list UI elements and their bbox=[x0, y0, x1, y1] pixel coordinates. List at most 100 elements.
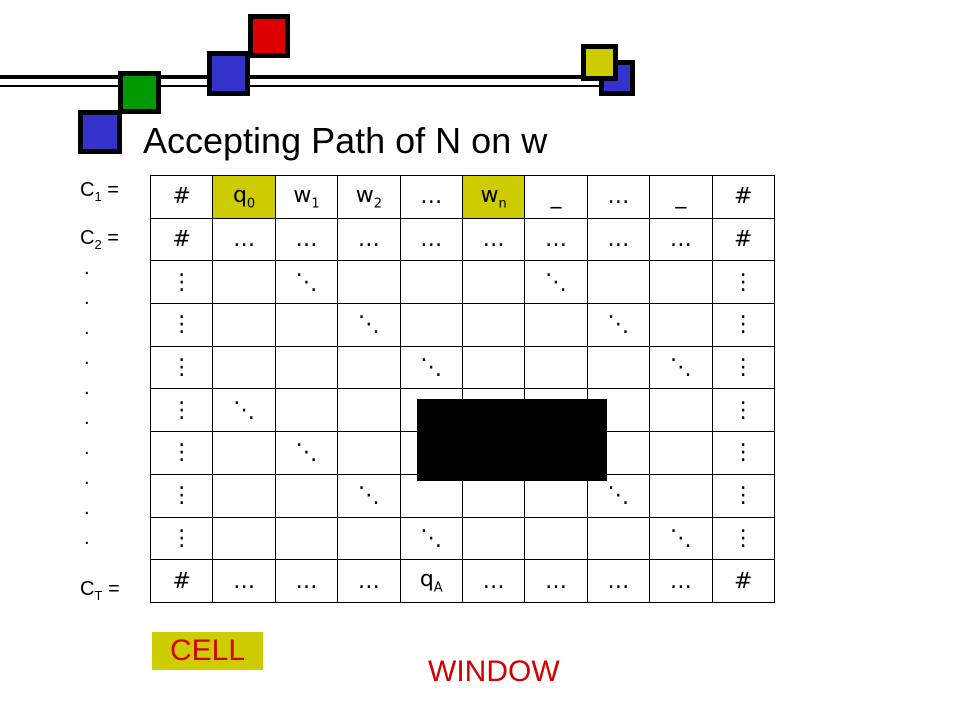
tableau-cell: q0 bbox=[212, 175, 276, 219]
row-label-c2-suffix: = bbox=[101, 227, 119, 249]
tableau-cell bbox=[274, 345, 339, 390]
tableau-cell-symbol: w bbox=[355, 182, 374, 208]
row-label-c1-base: C bbox=[80, 179, 95, 201]
tableau-cell-symbol: ⋮ bbox=[170, 269, 193, 295]
row-dot: . bbox=[84, 257, 90, 279]
tableau-cell: … bbox=[399, 217, 463, 262]
row-dot: . bbox=[84, 437, 90, 459]
tableau-cell: ⋮ bbox=[711, 473, 775, 518]
tableau-cell-symbol: … bbox=[545, 227, 568, 253]
tableau-cell-symbol: … bbox=[233, 227, 256, 253]
tableau-cell-symbol: ⋮ bbox=[732, 269, 755, 295]
row-label-ct: CT = bbox=[80, 578, 120, 603]
tableau-cell-symbol: q bbox=[232, 182, 247, 208]
tableau-cell-symbol: … bbox=[295, 227, 318, 253]
tableau-cell: ⋮ bbox=[149, 260, 214, 305]
tableau-cell bbox=[212, 516, 276, 561]
row-dot: . bbox=[84, 347, 90, 369]
tableau-row: ⋮ ⋱ ⋱ ⋮ bbox=[149, 473, 775, 518]
tableau-cell bbox=[586, 516, 651, 561]
tableau-row: ⋮⋱⋱⋮ bbox=[149, 516, 775, 561]
tableau-cell: # bbox=[711, 217, 775, 262]
tableau-cell-symbol: ⋱ bbox=[295, 440, 318, 466]
red-square-decoration bbox=[248, 14, 290, 58]
tableau-cell bbox=[337, 388, 401, 433]
tableau-cell-symbol: ⋮ bbox=[732, 525, 755, 551]
tableau-cell bbox=[212, 345, 276, 390]
tableau-cell-symbol: ⋮ bbox=[170, 397, 193, 423]
tableau-cell-symbol: q bbox=[419, 566, 434, 592]
tableau-cell bbox=[212, 473, 276, 518]
blue-square-decoration bbox=[207, 51, 250, 96]
tableau-cell: … bbox=[212, 217, 276, 262]
header-rule-thin bbox=[0, 85, 632, 87]
blue-square-decoration-small bbox=[78, 110, 122, 154]
tableau-cell-symbol: ⋮ bbox=[732, 483, 755, 509]
tableau-cell: … bbox=[649, 559, 713, 603]
tableau-cell-symbol: ⋮ bbox=[170, 355, 193, 381]
tableau-cell: ⋱ bbox=[586, 303, 651, 347]
tableau-cell-symbol: ⋱ bbox=[295, 269, 318, 295]
tableau-cell bbox=[586, 260, 651, 305]
tableau-cell: … bbox=[586, 559, 651, 603]
tableau-cell: _ bbox=[524, 175, 588, 219]
tableau-cell bbox=[649, 388, 713, 433]
tableau-cell bbox=[649, 431, 713, 475]
tableau-cell: … bbox=[337, 217, 401, 262]
row-label-c2-base: C bbox=[80, 227, 95, 249]
tableau-cell: # bbox=[149, 175, 214, 219]
row-label-c1: C1 = bbox=[80, 179, 119, 204]
tableau-cell-symbol: … bbox=[482, 568, 505, 594]
tableau-cell: … bbox=[649, 217, 713, 262]
tableau-row: #………qA…………# bbox=[149, 559, 775, 603]
tableau-cell bbox=[274, 388, 339, 433]
tableau-cell: ⋱ bbox=[649, 516, 713, 561]
tableau-cell-symbol: ⋱ bbox=[669, 525, 692, 551]
row-label-c1-sub: 1 bbox=[94, 189, 102, 204]
tableau-cell-symbol: ⋮ bbox=[732, 355, 755, 381]
tableau-cell: ⋱ bbox=[649, 345, 713, 390]
tableau-cell: … bbox=[461, 559, 526, 603]
tableau-cell bbox=[274, 516, 339, 561]
row-dot: . bbox=[84, 377, 90, 399]
tableau-cell-symbol: ⋱ bbox=[233, 397, 256, 423]
tableau-cell: ⋱ bbox=[337, 303, 401, 347]
slide-title: Accepting Path of N on w bbox=[143, 120, 548, 161]
tableau-cell-symbol: _ bbox=[550, 184, 562, 210]
tableau-cell bbox=[274, 303, 339, 347]
tableau-cell bbox=[337, 431, 401, 475]
tableau-cell: qA bbox=[399, 559, 463, 603]
tableau-cell: ⋮ bbox=[711, 260, 775, 305]
tableau-cell: w1 bbox=[274, 175, 339, 219]
tableau-cell bbox=[212, 431, 276, 475]
tableau-cell-symbol: ⋮ bbox=[732, 440, 755, 466]
tableau-cell-symbol: w bbox=[480, 182, 499, 208]
tableau-cell-symbol: ⋱ bbox=[545, 269, 568, 295]
cell-label: CELL bbox=[152, 632, 263, 670]
tableau-cell: ⋱ bbox=[337, 473, 401, 518]
tableau-cell-symbol: ⋱ bbox=[357, 312, 380, 338]
tableau-cell-symbol: # bbox=[172, 184, 191, 210]
tableau-cell: ⋮ bbox=[149, 431, 214, 475]
tableau-cell: ⋱ bbox=[212, 388, 276, 433]
tableau-cell-subscript: 0 bbox=[246, 196, 256, 212]
tableau-cell bbox=[461, 516, 526, 561]
tableau-cell: … bbox=[461, 217, 526, 262]
row-dot: . bbox=[84, 287, 90, 309]
tableau-cell-symbol: # bbox=[733, 184, 753, 210]
tableau-cell bbox=[524, 345, 588, 390]
window-label: WINDOW bbox=[428, 655, 560, 688]
tableau-cell-symbol: w bbox=[293, 182, 312, 208]
row-label-c1-suffix: = bbox=[101, 179, 119, 201]
row-label-c2: C2 = bbox=[80, 227, 119, 252]
tableau-cell-symbol: ⋱ bbox=[607, 483, 630, 509]
tableau-cell-symbol: … bbox=[669, 227, 692, 253]
tableau-cell: … bbox=[524, 559, 588, 603]
tableau-cell bbox=[274, 473, 339, 518]
row-dot: . bbox=[84, 467, 90, 489]
row-label-dots: . . . . . . . . . . bbox=[84, 258, 90, 548]
tableau-cell: … bbox=[274, 217, 339, 262]
tableau-cell-symbol: ⋮ bbox=[170, 483, 193, 509]
tableau-cell bbox=[399, 260, 463, 305]
